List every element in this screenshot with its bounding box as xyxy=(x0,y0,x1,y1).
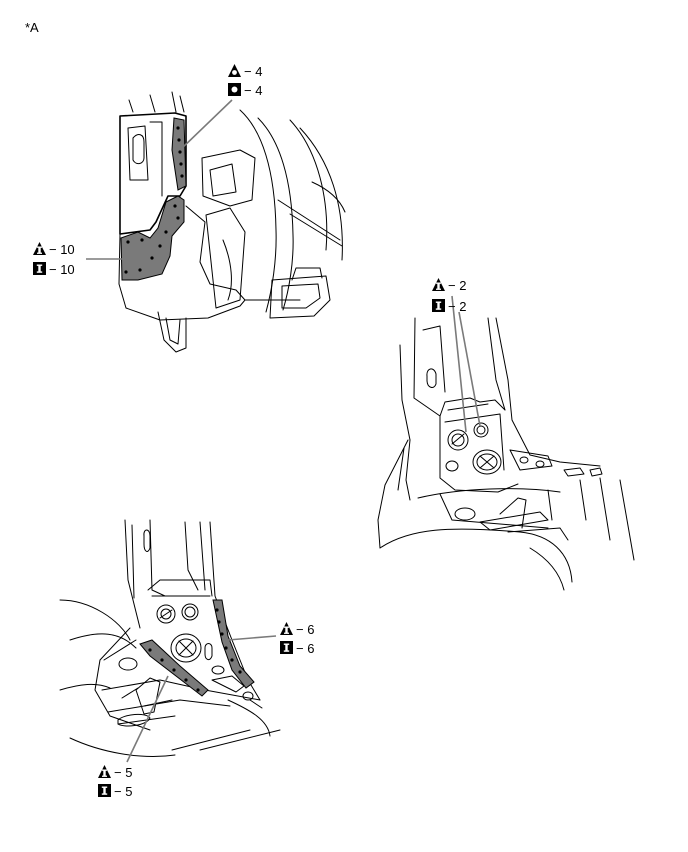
callout-text: − 2 xyxy=(448,278,466,293)
view-bottom-left xyxy=(59,519,281,763)
callout-mid-2a: − 2 xyxy=(432,278,466,293)
callout-text: − 10 xyxy=(49,242,75,257)
square-i-icon xyxy=(33,262,46,275)
callout-bot-6b: − 6 xyxy=(280,641,314,656)
triangle-circle-icon xyxy=(228,64,241,77)
callout-bot-6a: − 6 xyxy=(280,622,314,637)
callout-text: − 6 xyxy=(296,622,314,637)
callout-text: − 4 xyxy=(244,83,262,98)
triangle-i-icon xyxy=(432,278,445,291)
callout-text: − 2 xyxy=(448,299,466,314)
callout-bot-5b: − 5 xyxy=(98,784,132,799)
triangle-i-icon xyxy=(33,242,46,255)
callout-top-10b: − 10 xyxy=(33,262,75,277)
square-i-icon xyxy=(98,784,111,797)
figure-label: *A xyxy=(25,20,39,35)
callout-text: − 4 xyxy=(244,64,262,79)
callout-top-4b: − 4 xyxy=(228,83,262,98)
callout-text: − 10 xyxy=(49,262,75,277)
callout-top-10a: − 10 xyxy=(33,242,75,257)
callout-text: − 6 xyxy=(296,641,314,656)
callout-text: − 5 xyxy=(114,784,132,799)
view-top-left xyxy=(86,91,346,353)
callout-mid-2b: − 2 xyxy=(432,299,466,314)
square-circle-icon xyxy=(228,83,241,96)
callout-top-4a: − 4 xyxy=(228,64,262,79)
callout-bot-5a: − 5 xyxy=(98,765,132,780)
callout-text: − 5 xyxy=(114,765,132,780)
square-i-icon xyxy=(432,299,445,312)
triangle-i-icon xyxy=(280,622,293,635)
square-i-icon xyxy=(280,641,293,654)
view-right-middle xyxy=(377,295,635,591)
triangle-i-icon xyxy=(98,765,111,778)
